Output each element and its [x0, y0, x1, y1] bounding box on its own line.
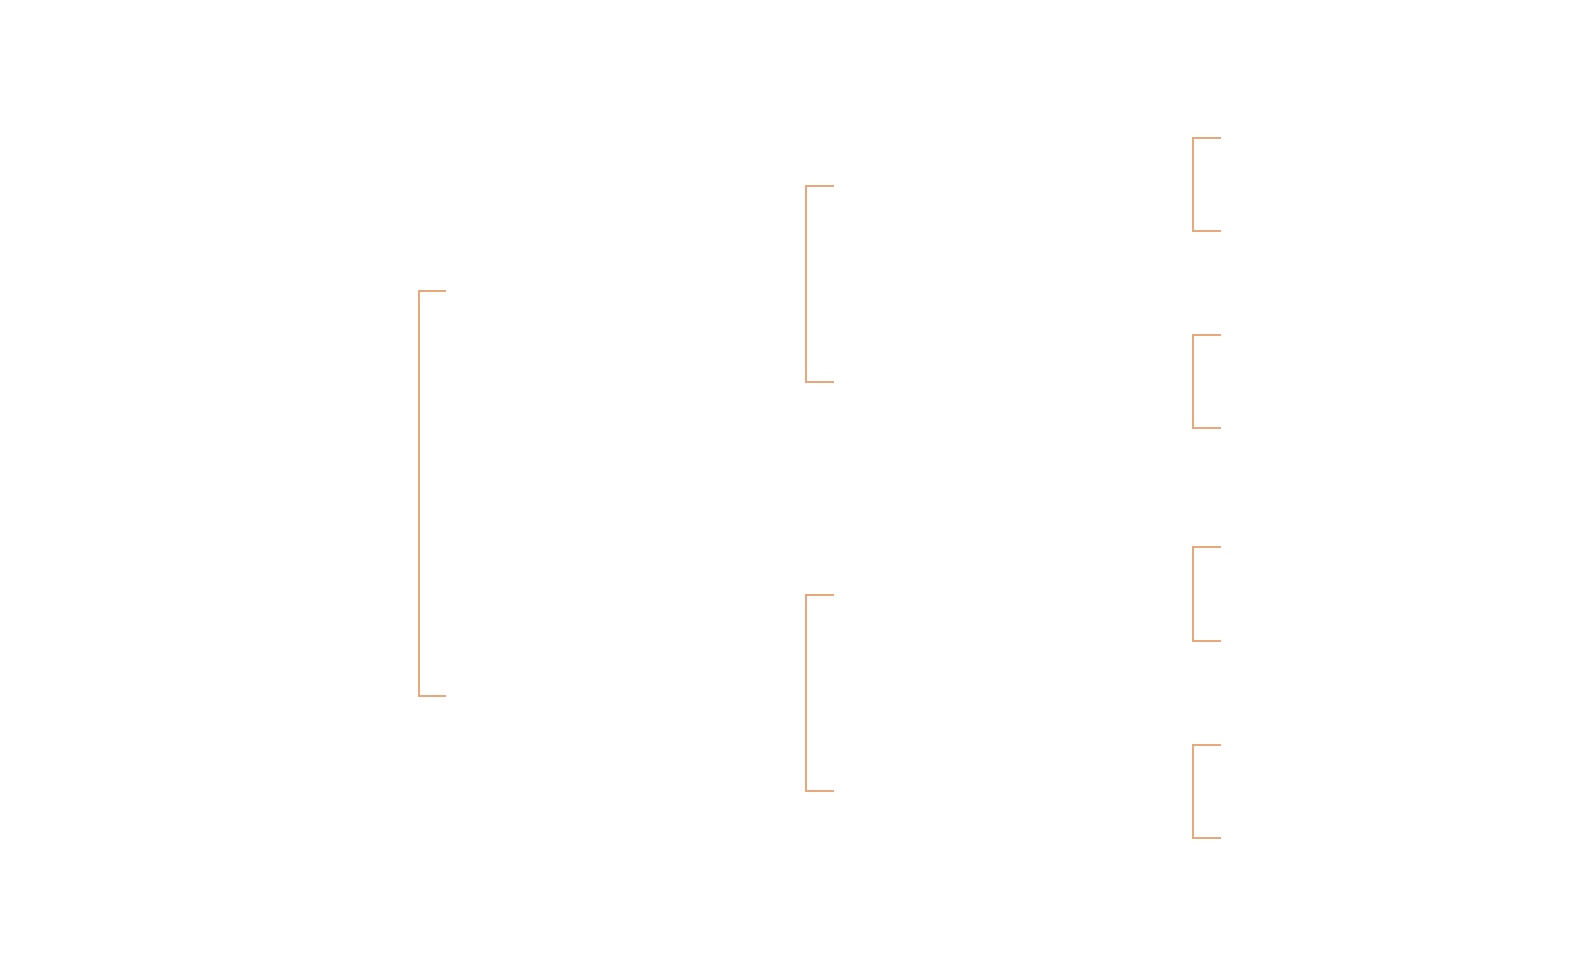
bracket-level2-bottom [805, 594, 834, 792]
bracket-root [418, 290, 446, 697]
bracket-level3-3 [1192, 546, 1221, 642]
level-1-brackets [418, 290, 446, 697]
level-2-brackets [805, 185, 834, 792]
bracket-level2-top [805, 185, 834, 383]
bracket-level3-2 [1192, 334, 1221, 429]
bracket-level3-1 [1192, 137, 1221, 232]
level-3-brackets [1192, 137, 1221, 839]
bracket-level3-4 [1192, 744, 1221, 839]
